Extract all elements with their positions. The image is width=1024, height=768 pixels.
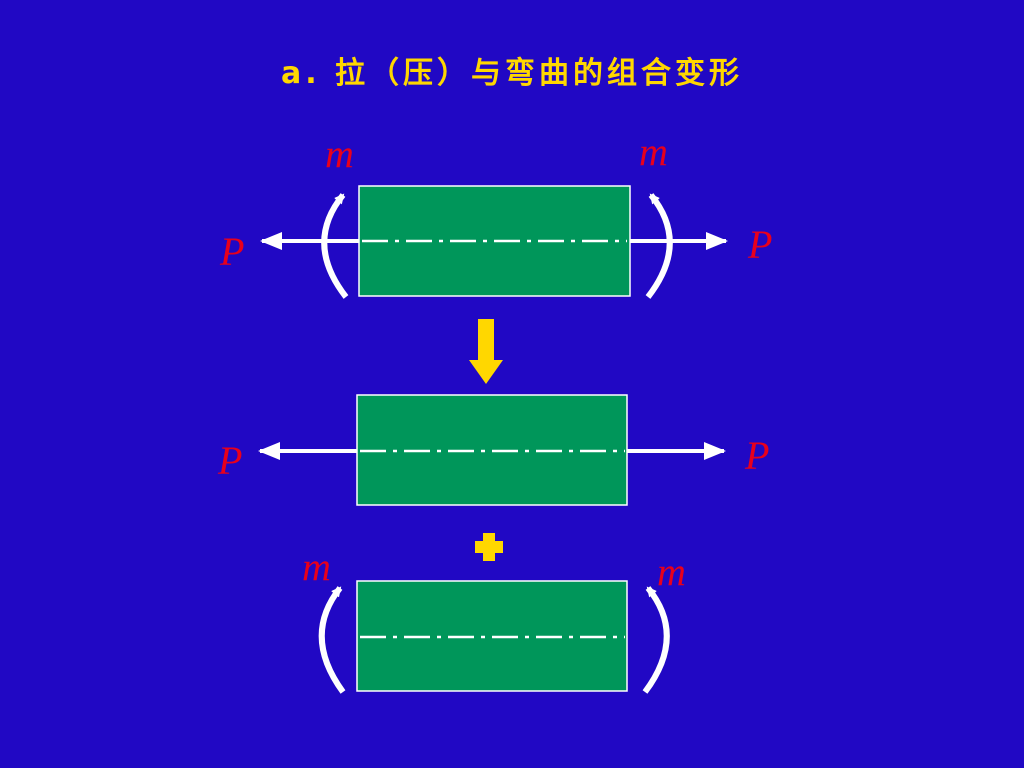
force-label-left-tension: P	[217, 438, 242, 483]
moment-label-left-bending: m	[302, 544, 331, 589]
moment-label-left-combined: m	[325, 131, 354, 176]
force-label-right-tension: P	[744, 433, 769, 478]
plus-icon	[475, 533, 503, 561]
down-arrow-icon	[469, 319, 503, 384]
moment-arc-right-combined	[645, 193, 673, 299]
slide-title: a. 拉（压）与弯曲的组合变形	[280, 56, 744, 91]
combined-beam-group: m m P P	[219, 129, 772, 299]
moment-label-right-combined: m	[639, 129, 668, 174]
moment-arc-left-bending	[318, 586, 346, 694]
force-label-right-combined: P	[747, 222, 772, 267]
moment-arc-right-bending	[642, 586, 670, 694]
moment-arc-left-combined	[321, 193, 349, 299]
force-label-left-combined: P	[219, 229, 244, 274]
moment-label-right-bending: m	[657, 549, 686, 594]
tension-beam-group: P P	[217, 394, 769, 506]
bending-beam-group: m m	[302, 544, 686, 694]
